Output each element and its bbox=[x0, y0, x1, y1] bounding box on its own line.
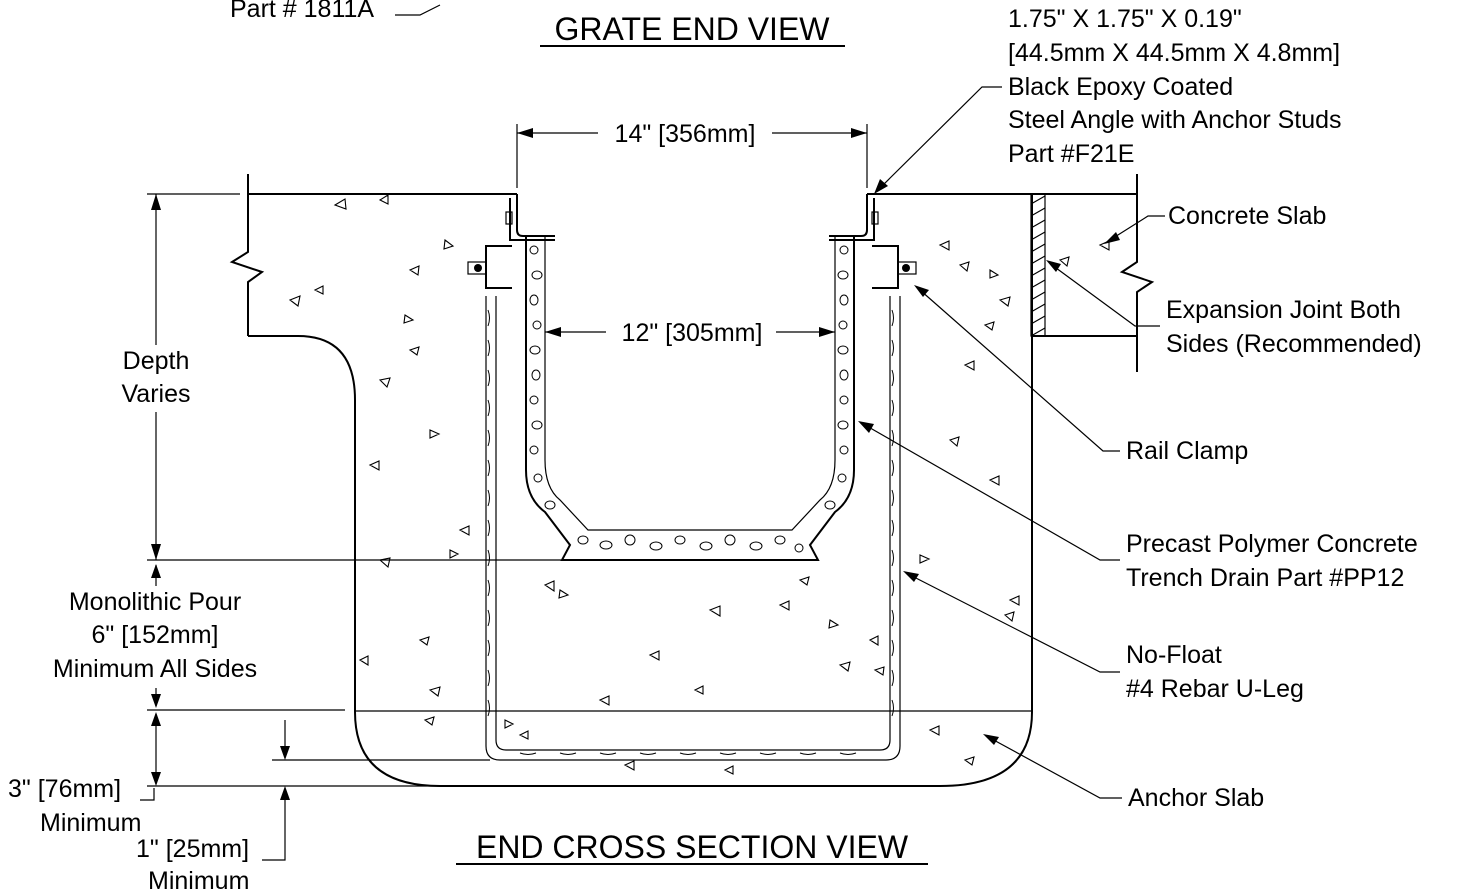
dimension-monolithic bbox=[147, 564, 345, 711]
angle-size-label: 1.75" X 1.75" X 0.19" bbox=[1008, 5, 1242, 33]
nofloat-label-2: #4 Rebar U-Leg bbox=[1126, 675, 1304, 703]
expansion-joint bbox=[1030, 193, 1046, 337]
angle-coating-label: Black Epoxy Coated bbox=[1008, 73, 1233, 101]
trench-drain-body bbox=[525, 236, 855, 561]
inner-width-label: 12" [305mm] bbox=[622, 319, 763, 347]
angle-metric-label: [44.5mm X 44.5mm X 4.8mm] bbox=[1008, 39, 1340, 67]
monolithic-label-2: 6" [152mm] bbox=[92, 621, 219, 649]
end-cross-section-title: END CROSS SECTION VIEW bbox=[476, 829, 909, 865]
angle-description-label: Steel Angle with Anchor Studs bbox=[1008, 106, 1342, 134]
rail-clamps bbox=[467, 245, 917, 289]
dimension-12in: 12" [305mm] bbox=[545, 319, 835, 347]
one-inch-minimum-label: Minimum bbox=[148, 867, 249, 894]
precast-label-2: Trench Drain Part #PP12 bbox=[1126, 564, 1404, 592]
dimension-14in: 14" [356mm] bbox=[516, 120, 868, 188]
expansion-joint-label-1: Expansion Joint Both bbox=[1166, 296, 1401, 324]
concrete-aggregate bbox=[288, 194, 1110, 775]
monolithic-label-1: Monolithic Pour bbox=[69, 588, 241, 616]
anchor-slab-label: Anchor Slab bbox=[1128, 784, 1264, 812]
monolithic-label-3: Minimum All Sides bbox=[53, 655, 257, 683]
grate-end-view-title: GRATE END VIEW bbox=[555, 11, 831, 47]
rebar-u-leg bbox=[485, 296, 901, 761]
depth-label-2: Varies bbox=[121, 380, 190, 408]
concrete-block bbox=[229, 174, 1155, 787]
one-inch-label: 1" [25mm] bbox=[136, 835, 249, 863]
three-inch-minimum-label: Minimum bbox=[40, 809, 141, 837]
outer-width-label: 14" [356mm] bbox=[615, 120, 756, 148]
three-inch-label: 3" [76mm] bbox=[8, 775, 121, 803]
nofloat-label-1: No-Float bbox=[1126, 641, 1222, 669]
rail-clamp-label: Rail Clamp bbox=[1126, 437, 1248, 465]
steel-angles bbox=[505, 194, 879, 241]
leaders bbox=[395, 4, 1165, 799]
precast-label-1: Precast Polymer Concrete bbox=[1126, 530, 1418, 558]
dimension-1in bbox=[262, 720, 490, 861]
concrete-slab-label: Concrete Slab bbox=[1168, 202, 1326, 230]
expansion-joint-label-2: Sides (Recommended) bbox=[1166, 330, 1422, 358]
depth-label-1: Depth bbox=[123, 347, 190, 375]
dimension-3in bbox=[140, 712, 440, 801]
dimension-depth bbox=[147, 193, 570, 561]
angle-part-label: Part #F21E bbox=[1008, 140, 1134, 168]
part-1811a-label: Part # 1811A bbox=[230, 0, 374, 23]
